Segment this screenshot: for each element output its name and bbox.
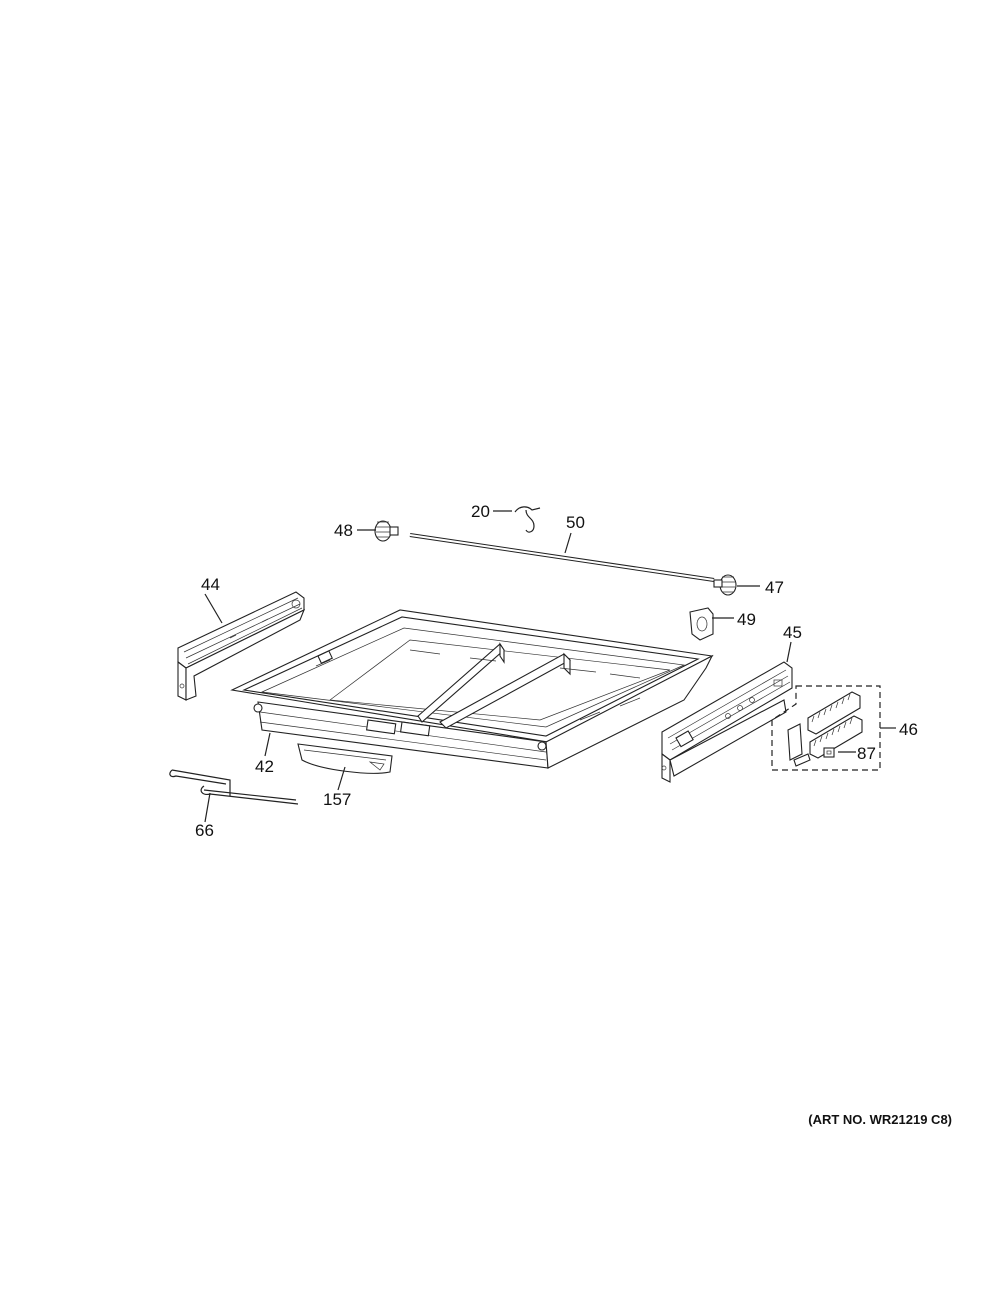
wire-part: [169, 769, 299, 805]
callout-48: 48: [334, 521, 353, 540]
right-slide-rail-part: [661, 661, 793, 783]
wire-clip-part: [514, 506, 541, 533]
callout-66: 66: [195, 821, 214, 840]
callout-42: 42: [255, 757, 274, 776]
small-clip-part: [823, 747, 835, 758]
callout-46: 46: [899, 720, 918, 739]
gear-bracket-part: [689, 607, 714, 641]
left-slide-rail-part: [177, 591, 306, 701]
callout-20: 20: [471, 502, 490, 521]
drawer-tray-part: [230, 609, 714, 769]
callout-44: 44: [201, 575, 220, 594]
right-gear-part: [713, 574, 737, 596]
callout-50: 50: [566, 513, 585, 532]
leader-lines: [204, 510, 896, 823]
callout-87: 87: [857, 744, 876, 763]
art-number: (ART NO. WR21219 C8): [808, 1112, 952, 1127]
callout-49: 49: [737, 610, 756, 629]
callout-45: 45: [783, 623, 802, 642]
drawer-handle-part: [297, 743, 393, 774]
gear-rack-kit-part: [771, 685, 881, 771]
callout-47: 47: [765, 578, 784, 597]
callout-157: 157: [323, 790, 351, 809]
rod-part: [409, 533, 715, 582]
left-gear-part: [374, 520, 399, 542]
